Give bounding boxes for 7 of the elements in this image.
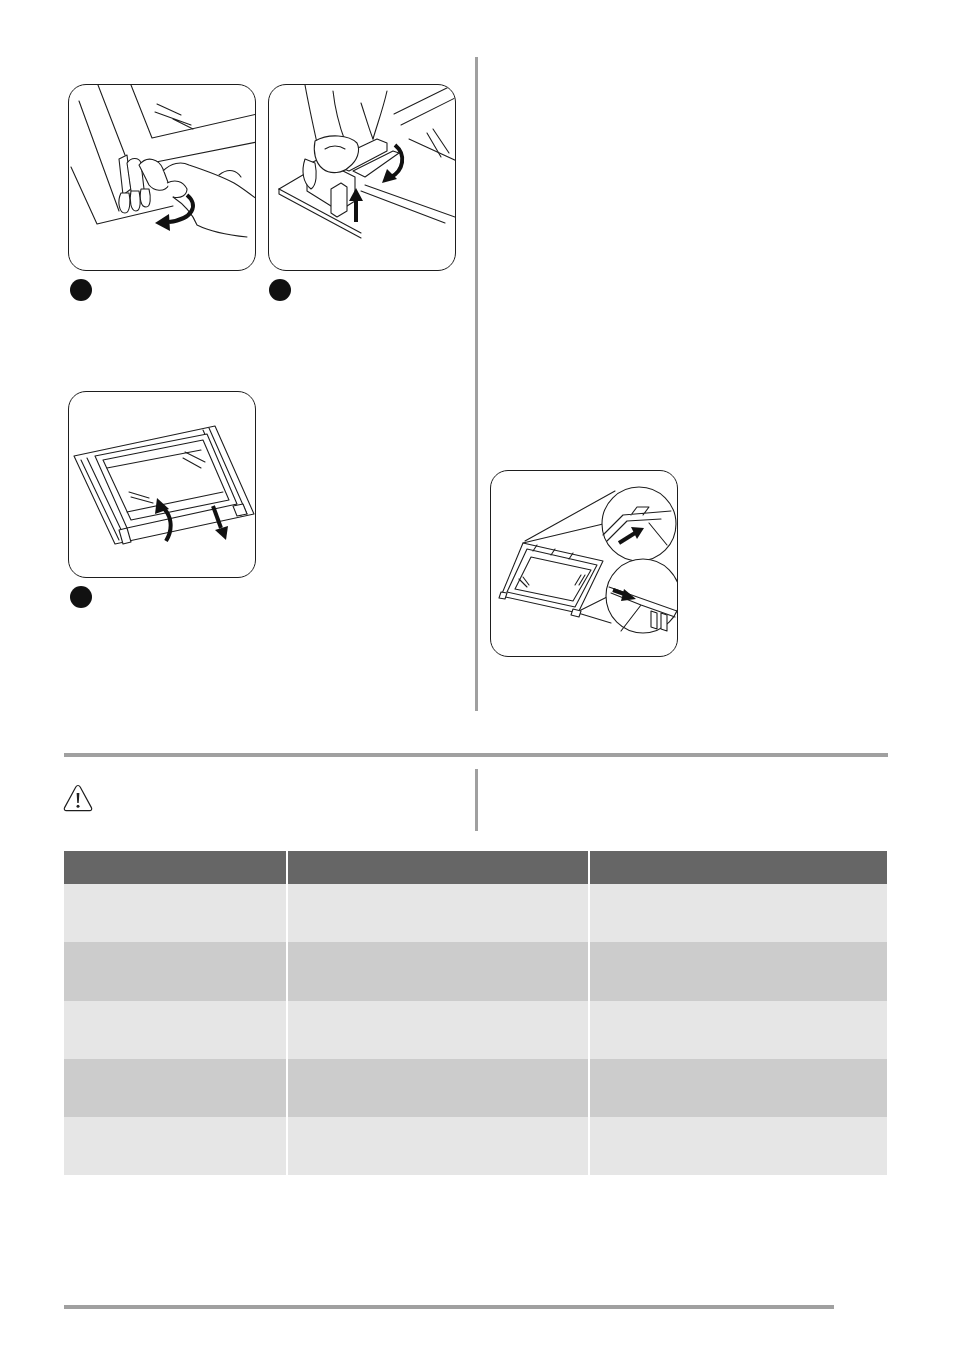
step-marker-icon [70,586,92,608]
step-marker-icon [70,279,92,301]
hinge-lever-illustration [268,84,456,271]
door-detail-illustration [490,470,678,657]
oven-door-illustration [68,391,256,578]
hinge-release-illustration [68,84,256,271]
step-marker-icon [269,279,291,301]
